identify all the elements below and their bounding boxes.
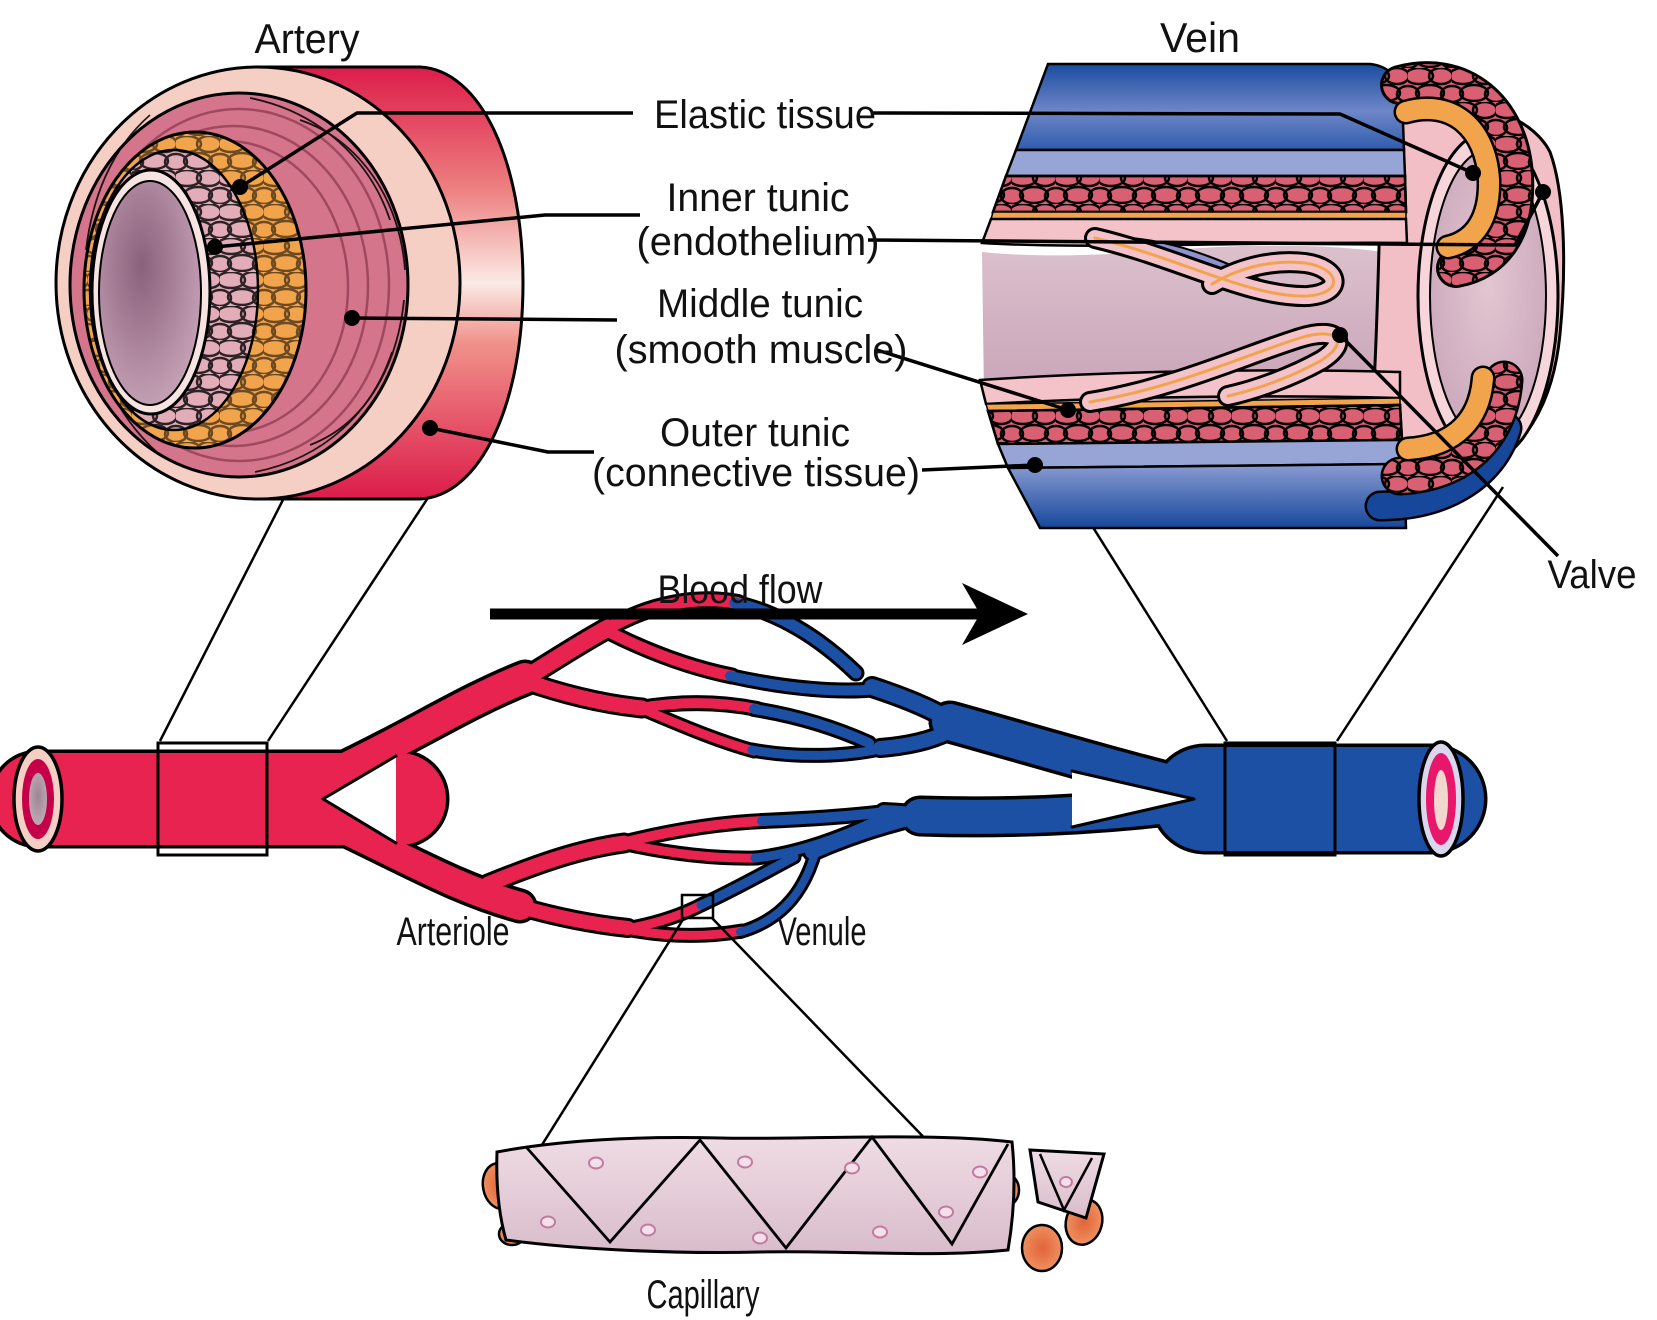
artery-cross-section: [54, 65, 525, 501]
leader-lines: [207, 111, 1560, 558]
leader-elastic-right: [871, 111, 1474, 175]
label-inner-tunic-sub: (endothelium): [637, 220, 880, 264]
vein-lower-wall: [978, 369, 1408, 530]
zoom-connectors: [156, 477, 1505, 1173]
artery-title: Artery: [255, 15, 360, 62]
label-outer-tunic-sub: (connective tissue): [592, 451, 920, 495]
label-inner-tunic: Inner tunic: [667, 176, 850, 220]
labels: Artery Vein Elastic tissue Inner tunic (…: [255, 14, 1637, 1317]
red-blood-cell: [1020, 1223, 1064, 1273]
label-elastic-tissue: Elastic tissue: [654, 93, 876, 137]
capillary-illustration: [481, 1134, 1106, 1273]
label-valve: Valve: [1548, 553, 1637, 597]
leader-inner-right: [867, 191, 1545, 247]
label-venule: Venule: [778, 910, 867, 954]
leader-middle-left: [351, 316, 618, 322]
leader-inner-left: [214, 213, 640, 249]
leader-dots: [207, 165, 1551, 473]
leader-valve: [1338, 333, 1560, 558]
artery-tube-cut-end: [12, 745, 64, 853]
label-capillary: Capillary: [647, 1273, 760, 1317]
vein-tube-cut-end: [1417, 740, 1465, 858]
blood-flow-arrow: [490, 583, 1028, 645]
label-middle-tunic-sub: (smooth muscle): [615, 328, 908, 372]
vein-valves: [1079, 227, 1349, 413]
label-middle-tunic: Middle tunic: [657, 282, 863, 326]
artery-lumen: [98, 180, 202, 406]
leader-middle-right: [876, 348, 1069, 412]
zoom-box-capillary: [680, 893, 715, 920]
vein-title: Vein: [1160, 14, 1240, 61]
zoom-box-artery: [156, 741, 269, 857]
leader-elastic-left: [239, 111, 633, 189]
leader-outer-right: [921, 463, 1036, 472]
label-blood-flow: Blood flow: [658, 568, 823, 612]
vein-upper-wall: [980, 62, 1409, 247]
label-outer-tunic: Outer tunic: [660, 411, 850, 455]
zoom-box-vein: [1223, 741, 1337, 857]
artery-branch-notch: [321, 754, 398, 845]
arteriole-network: [0, 594, 769, 940]
vein-branch-notch: [1070, 769, 1196, 829]
vein-lower-ring-face: [1364, 360, 1524, 522]
muscle-texture: [85, 97, 406, 473]
label-arteriole: Arteriole: [397, 910, 510, 954]
cell-nuclei: [540, 1155, 1073, 1245]
vein-cutaway: [978, 61, 1566, 530]
leader-outer-left: [429, 426, 594, 454]
vein-upper-ring-face: [1380, 61, 1535, 288]
arrowhead-icon: [962, 583, 1028, 645]
vessel-network: [0, 591, 1488, 943]
capillary-cell-borders: [525, 1134, 1010, 1251]
